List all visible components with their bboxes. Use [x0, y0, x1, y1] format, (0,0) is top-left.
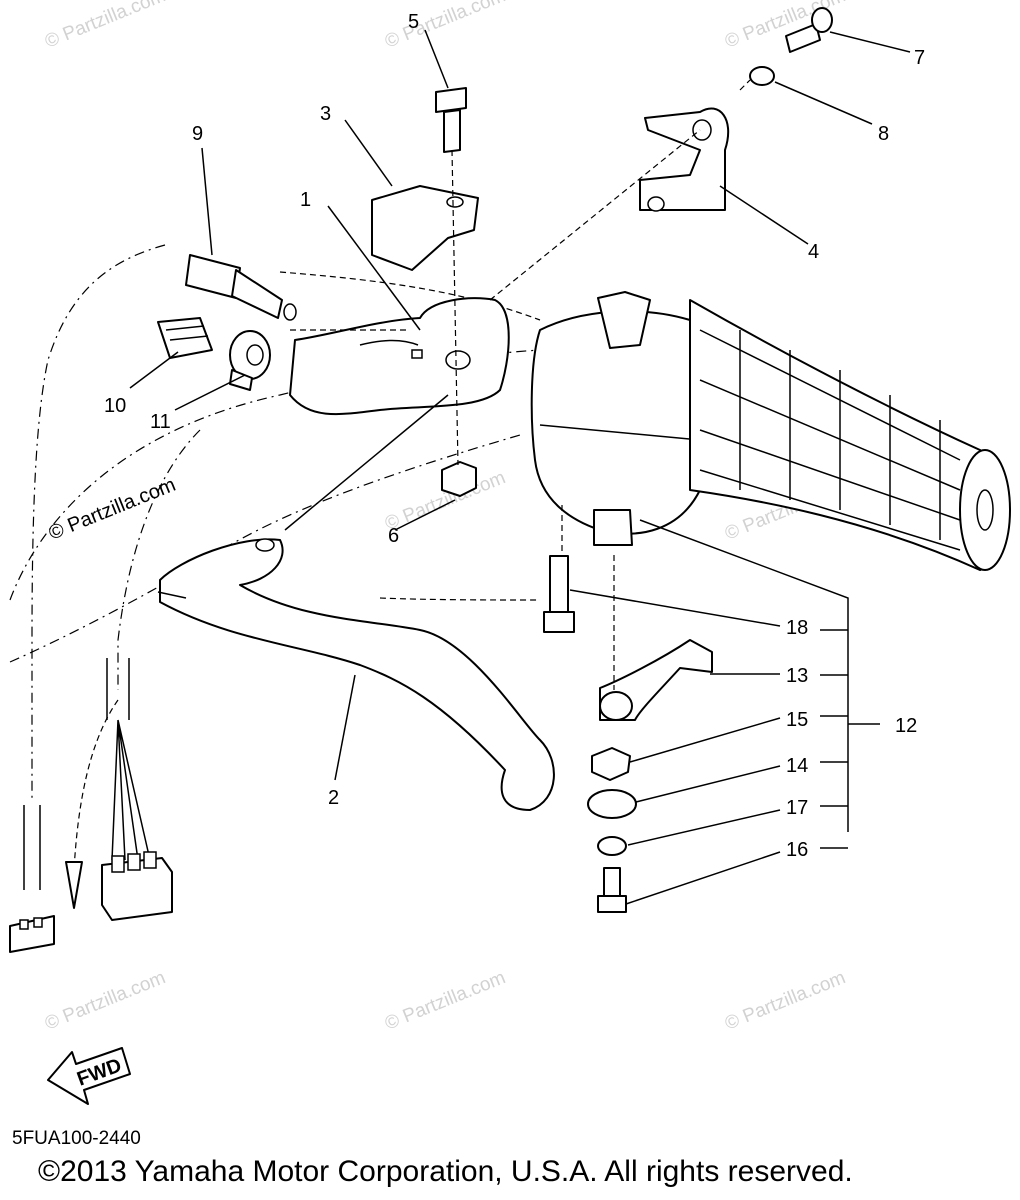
callout-6: 6 — [388, 525, 399, 547]
part-11-locknut — [229, 330, 271, 391]
part-7-screw — [785, 7, 833, 53]
callout-10: 10 — [104, 395, 126, 417]
callout-16: 16 — [786, 839, 808, 861]
part-4-clamp — [639, 107, 730, 212]
watermark: © Partzilla.com — [382, 967, 509, 1034]
watermark: © Partzilla.com — [722, 967, 849, 1034]
part-1-lever-holder — [289, 297, 510, 416]
callout-9: 9 — [192, 123, 203, 145]
callout-18: 18 — [786, 617, 808, 639]
callout-8: 8 — [878, 123, 889, 145]
part-6-nut — [441, 461, 477, 497]
part-13-bracket — [599, 639, 713, 721]
callout-3: 3 — [320, 103, 331, 125]
callout-7: 7 — [914, 47, 925, 69]
part-15-washer — [591, 747, 631, 781]
part-17-washer — [597, 836, 627, 856]
leader-lines — [129, 29, 911, 905]
callout-11: 11 — [150, 411, 171, 433]
callout-4: 4 — [808, 241, 819, 263]
copyright-notice: ©2013 Yamaha Motor Corporation, U.S.A. A… — [38, 1155, 853, 1188]
wire-tip — [65, 861, 83, 909]
part-14-washer — [587, 789, 637, 819]
diagram-code: 5FUA100-2440 — [12, 1128, 141, 1149]
connector-2pin — [9, 915, 55, 953]
callout-1: 1 — [300, 189, 311, 211]
callout-14: 14 — [786, 755, 808, 777]
part-5-bolt — [435, 87, 467, 153]
switch-housing — [530, 291, 712, 546]
callout-12: 12 — [895, 715, 917, 737]
callout-17: 17 — [786, 797, 808, 819]
callout-2: 2 — [328, 787, 339, 809]
cables — [23, 244, 201, 890]
assembly-axes — [290, 79, 751, 690]
fwd-arrow-icon: FWD — [47, 1047, 131, 1105]
part-18-bolt — [543, 555, 575, 633]
watermark: © Partzilla.com — [42, 0, 169, 53]
part-3-switch — [371, 185, 479, 271]
watermark-dark: © Partzilla.com — [46, 474, 179, 545]
part-8-washer — [749, 66, 775, 86]
watermark: © Partzilla.com — [382, 0, 509, 53]
callout-15: 15 — [786, 709, 808, 731]
callout-numbers: 1 2 3 4 5 6 7 8 9 10 11 12 13 14 15 16 1… — [104, 11, 925, 861]
part-2-lever — [157, 538, 555, 811]
connector-multipin — [101, 851, 173, 921]
callout-5: 5 — [408, 11, 419, 33]
part-9-cable-adjuster — [185, 254, 297, 321]
watermark: © Partzilla.com — [42, 967, 169, 1034]
callout-13: 13 — [786, 665, 808, 687]
part-16-screw — [597, 867, 627, 913]
part-10-adjuster — [157, 317, 213, 359]
handlebar-grip — [689, 299, 1011, 571]
